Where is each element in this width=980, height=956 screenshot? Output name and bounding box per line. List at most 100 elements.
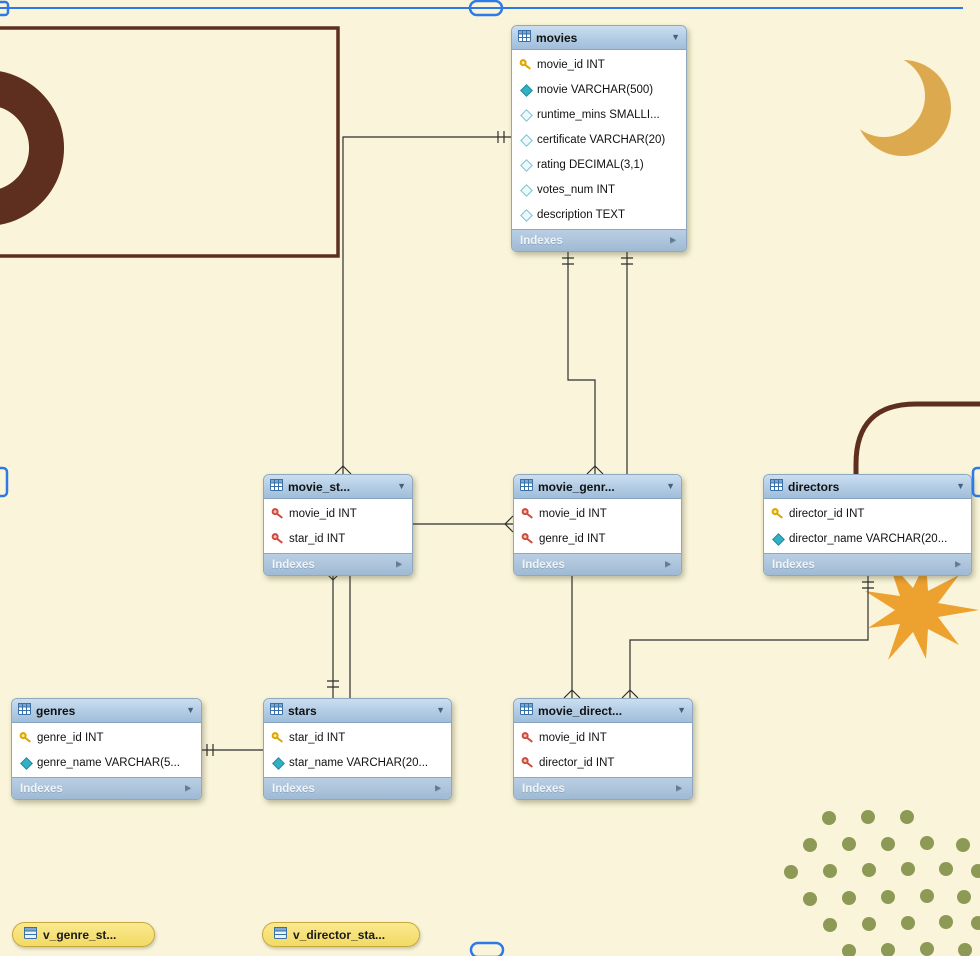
column-row[interactable]: director_id INT — [514, 750, 692, 775]
table-icon — [518, 29, 531, 47]
table-movie-stars[interactable]: movie_st... ▼ movie_id INT star_id INT I… — [263, 474, 413, 576]
crow-foot-icon — [621, 689, 639, 699]
expand-arrow-icon[interactable]: ► — [183, 782, 193, 794]
view-v-director-stats[interactable]: v_director_sta... — [262, 922, 420, 947]
indexes-footer[interactable]: Indexes ► — [264, 777, 451, 799]
one-mark-icon — [497, 131, 505, 143]
column-row[interactable]: star_id INT — [264, 725, 451, 750]
column-row[interactable]: rating DECIMAL(3,1) — [512, 152, 686, 177]
selection-handle-top-center[interactable] — [468, 0, 504, 17]
indexes-label: Indexes — [20, 782, 63, 795]
column-row[interactable]: genre_name VARCHAR(5... — [12, 750, 201, 775]
indexes-footer[interactable]: Indexes ► — [12, 777, 201, 799]
table-stars[interactable]: stars ▼ star_id INT star_name VARCHAR(20… — [263, 698, 452, 800]
column-label: star_id INT — [289, 731, 346, 744]
indexes-footer[interactable]: Indexes ► — [514, 553, 681, 575]
decor-donut — [0, 71, 65, 225]
column-row[interactable]: movie_id INT — [264, 501, 412, 526]
one-mark-icon — [206, 744, 214, 756]
one-mark-icon — [327, 680, 339, 688]
column-row[interactable]: movie_id INT — [514, 501, 681, 526]
table-header[interactable]: movie_st... ▼ — [264, 475, 412, 499]
chevron-down-icon[interactable]: ▼ — [677, 705, 686, 715]
indexes-footer[interactable]: Indexes ► — [264, 553, 412, 575]
column-label: rating DECIMAL(3,1) — [537, 158, 644, 171]
one-mark-icon — [562, 257, 574, 265]
crow-foot-icon — [586, 465, 604, 475]
selection-handle-left-middle[interactable] — [0, 466, 9, 498]
table-header[interactable]: genres ▼ — [12, 699, 201, 723]
expand-arrow-icon[interactable]: ► — [668, 234, 678, 246]
table-icon — [18, 702, 31, 720]
table-title: movies — [536, 30, 578, 45]
indexes-footer[interactable]: Indexes ► — [764, 553, 971, 575]
relationship-stars-movie_stars[interactable] — [324, 571, 342, 698]
table-icon — [270, 702, 283, 720]
table-header[interactable]: directors ▼ — [764, 475, 971, 499]
chevron-down-icon[interactable]: ▼ — [666, 481, 675, 491]
column-row[interactable]: votes_num INT — [512, 177, 686, 202]
indexes-label: Indexes — [272, 558, 315, 571]
table-icon — [770, 478, 783, 496]
table-title: genres — [36, 703, 76, 718]
table-title: stars — [288, 703, 317, 718]
selection-handle-right-middle[interactable] — [971, 466, 980, 498]
column-row[interactable]: genre_id INT — [514, 526, 681, 551]
column-row[interactable]: movie VARCHAR(500) — [512, 77, 686, 102]
expand-arrow-icon[interactable]: ► — [674, 782, 684, 794]
relationship-movies-movie_genres[interactable] — [562, 248, 604, 475]
table-header[interactable]: movie_direct... ▼ — [514, 699, 692, 723]
expand-arrow-icon[interactable]: ► — [953, 558, 963, 570]
column-row[interactable]: star_id INT — [264, 526, 412, 551]
indexes-label: Indexes — [272, 782, 315, 795]
relationship-movies-movie_stars[interactable] — [334, 131, 511, 475]
column-row[interactable]: description TEXT — [512, 202, 686, 227]
decor-arc — [853, 401, 980, 478]
indexes-label: Indexes — [520, 234, 563, 247]
relationship-directors-movie_directors[interactable] — [621, 572, 874, 699]
table-directors[interactable]: directors ▼ director_id INT director_nam… — [763, 474, 972, 576]
chevron-down-icon[interactable]: ▼ — [671, 32, 680, 42]
selection-handle-top-left[interactable] — [0, 0, 10, 17]
column-row[interactable]: movie_id INT — [514, 725, 692, 750]
table-movie-genres[interactable]: movie_genr... ▼ movie_id INT genre_id IN… — [513, 474, 682, 576]
crow-foot-icon — [563, 689, 581, 699]
indexes-label: Indexes — [772, 558, 815, 571]
chevron-down-icon[interactable]: ▼ — [436, 705, 445, 715]
column-list: movie_id INT star_id INT — [264, 499, 412, 553]
column-label: movie_id INT — [539, 507, 607, 520]
table-header[interactable]: movies ▼ — [512, 26, 686, 50]
selection-handle-bottom-center[interactable] — [469, 941, 505, 956]
decor-rectangle — [0, 26, 340, 258]
table-movies[interactable]: movies ▼ movie_id INT movie VARCHAR(500)… — [511, 25, 687, 252]
column-label: movie VARCHAR(500) — [537, 83, 654, 96]
table-icon — [270, 478, 283, 496]
table-movie-directors[interactable]: movie_direct... ▼ movie_id INT director_… — [513, 698, 693, 800]
indexes-footer[interactable]: Indexes ► — [514, 777, 692, 799]
chevron-down-icon[interactable]: ▼ — [956, 481, 965, 491]
column-row[interactable]: director_id INT — [764, 501, 971, 526]
column-row[interactable]: certificate VARCHAR(20) — [512, 127, 686, 152]
crow-foot-icon — [504, 515, 514, 533]
column-row[interactable]: director_name VARCHAR(20... — [764, 526, 971, 551]
view-v-genre-stats[interactable]: v_genre_st... — [12, 922, 155, 947]
column-list: genre_id INT genre_name VARCHAR(5... — [12, 723, 201, 777]
table-genres[interactable]: genres ▼ genre_id INT genre_name VARCHAR… — [11, 698, 202, 800]
chevron-down-icon[interactable]: ▼ — [397, 481, 406, 491]
column-label: genre_id INT — [37, 731, 104, 744]
expand-arrow-icon[interactable]: ► — [663, 558, 673, 570]
expand-arrow-icon[interactable]: ► — [433, 782, 443, 794]
table-header[interactable]: stars ▼ — [264, 699, 451, 723]
expand-arrow-icon[interactable]: ► — [394, 558, 404, 570]
column-row[interactable]: genre_id INT — [12, 725, 201, 750]
indexes-footer[interactable]: Indexes ► — [512, 229, 686, 251]
chevron-down-icon[interactable]: ▼ — [186, 705, 195, 715]
column-row[interactable]: star_name VARCHAR(20... — [264, 750, 451, 775]
column-row[interactable]: movie_id INT — [512, 52, 686, 77]
table-icon — [520, 702, 533, 720]
column-row[interactable]: runtime_mins SMALLI... — [512, 102, 686, 127]
table-header[interactable]: movie_genr... ▼ — [514, 475, 681, 499]
column-label: director_id INT — [539, 756, 615, 769]
